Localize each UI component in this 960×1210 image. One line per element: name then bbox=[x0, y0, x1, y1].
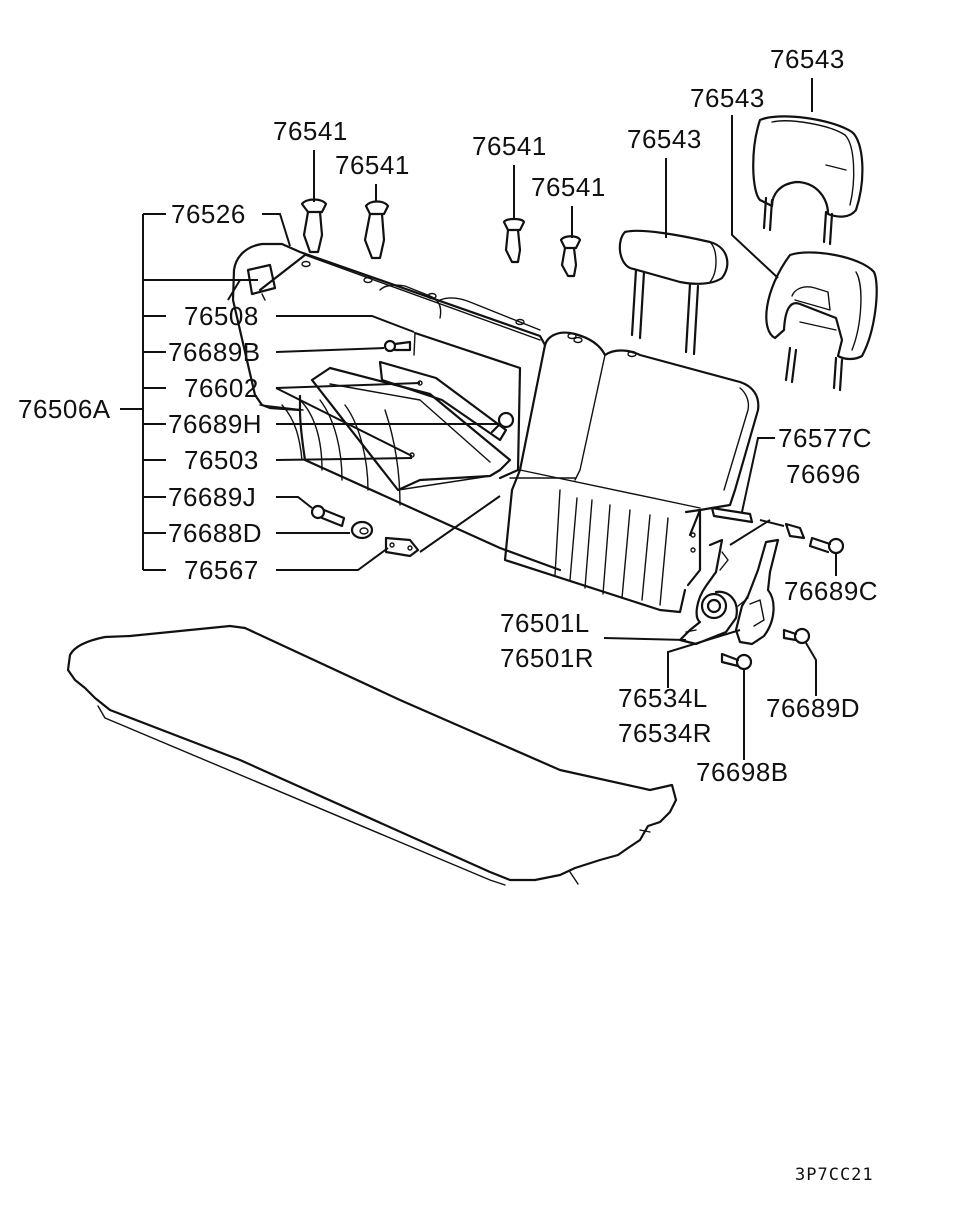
seat-back-left bbox=[231, 242, 577, 572]
bolt-76689J bbox=[310, 504, 346, 528]
label-76541-c: 76541 bbox=[472, 131, 547, 161]
label-76534R: 76534R bbox=[618, 718, 712, 748]
label-76501R: 76501R bbox=[500, 643, 594, 673]
label-76689C: 76689C bbox=[784, 576, 878, 606]
rear-panel-and-lid bbox=[310, 331, 522, 492]
label-76689H: 76689H bbox=[168, 409, 262, 439]
label-76567: 76567 bbox=[184, 555, 259, 585]
label-76534L: 76534L bbox=[618, 683, 708, 713]
label-76543-top: 76543 bbox=[770, 44, 845, 74]
label-76698B: 76698B bbox=[696, 757, 789, 787]
clip-76541-a bbox=[300, 198, 328, 254]
hinge-76501 bbox=[678, 538, 738, 646]
bolt-76689B bbox=[383, 339, 412, 353]
label-76541-a: 76541 bbox=[273, 116, 348, 146]
pin-76577C bbox=[710, 506, 754, 524]
headrest-center bbox=[618, 229, 729, 356]
seat-back-right bbox=[503, 331, 760, 614]
bushing-76696 bbox=[784, 522, 806, 540]
headrest-right-upper bbox=[752, 115, 864, 246]
label-76541-d: 76541 bbox=[531, 172, 606, 202]
bolt-76698B bbox=[720, 652, 753, 671]
bracket-76567 bbox=[384, 536, 420, 558]
bolt-76689C bbox=[808, 536, 845, 555]
label-76503: 76503 bbox=[184, 445, 259, 475]
label-76696: 76696 bbox=[786, 459, 861, 489]
cover-76534 bbox=[734, 538, 780, 646]
label-76506A: 76506A bbox=[18, 394, 111, 424]
label-76602: 76602 bbox=[184, 373, 259, 403]
label-76543-center: 76543 bbox=[627, 124, 702, 154]
bolt-76689H bbox=[490, 411, 515, 434]
seat-cushion bbox=[66, 624, 678, 886]
headrest-right-lower bbox=[765, 251, 878, 392]
label-76501L: 76501L bbox=[500, 608, 590, 638]
label-76508: 76508 bbox=[184, 301, 259, 331]
label-76543-mid: 76543 bbox=[690, 83, 765, 113]
label-76577C: 76577C bbox=[778, 423, 872, 453]
label-76541-b: 76541 bbox=[335, 150, 410, 180]
nut-76688D bbox=[350, 520, 374, 540]
diagram-code: 3P7CC21 bbox=[795, 1165, 874, 1185]
leader-lines bbox=[120, 78, 837, 760]
label-76689B: 76689B bbox=[168, 337, 261, 367]
part-labels: 76543 76543 76543 76541 76541 76541 7654… bbox=[18, 44, 878, 1185]
label-76688D: 76688D bbox=[168, 518, 262, 548]
clip-76541-c bbox=[502, 217, 526, 264]
bolt-76689D bbox=[782, 627, 811, 645]
label-76689D: 76689D bbox=[766, 693, 860, 723]
clip-76541-b bbox=[363, 200, 390, 260]
label-76526: 76526 bbox=[171, 199, 246, 229]
clip-76541-d bbox=[559, 235, 582, 278]
label-76689J: 76689J bbox=[168, 482, 256, 512]
